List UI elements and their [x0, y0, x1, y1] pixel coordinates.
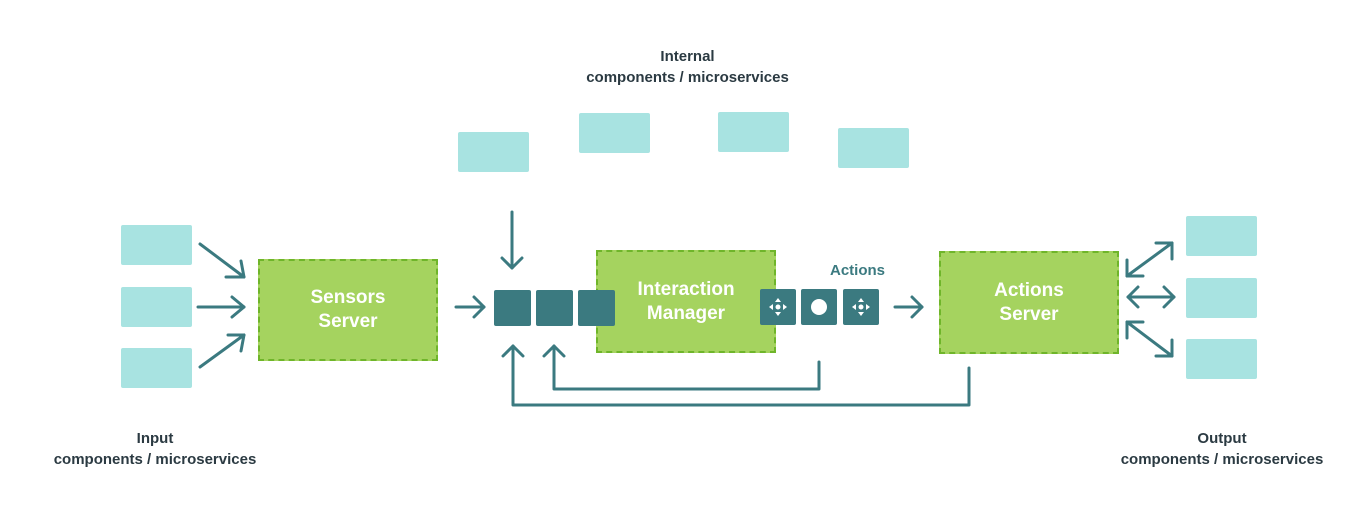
sensors-server-label: Sensors Server [310, 287, 386, 332]
output-arrow-middle [1126, 285, 1176, 309]
internal-component [838, 128, 909, 168]
input-label-line1: Input [136, 430, 174, 447]
internal-label-line2: components / microservices [586, 69, 789, 86]
sensors-server: Sensors Server [258, 259, 438, 361]
output-arrow-bottom [1125, 320, 1174, 358]
action-tile [843, 289, 879, 325]
actions-server-label: Actions Server [994, 279, 1064, 325]
internal-label: Internal components / microservices [540, 46, 835, 88]
interaction-manager-label: Interaction Manager [637, 278, 735, 324]
output-component [1186, 216, 1257, 256]
output-arrow-top [1125, 241, 1174, 278]
feedback-outer-arrow [501, 344, 971, 407]
actions-server: Actions Server [939, 251, 1119, 354]
action-tile [760, 289, 796, 325]
queue-tile [578, 290, 615, 326]
input-component [121, 225, 192, 265]
input-arrow-middle [196, 295, 246, 319]
input-component [121, 348, 192, 388]
move-icon [852, 298, 870, 316]
actions-to-server-arrow [893, 295, 924, 319]
input-arrow-bottom [198, 333, 246, 369]
internal-down-arrow [500, 210, 524, 270]
output-label: Output components / microservices [1076, 428, 1368, 470]
output-label-line1: Output [1197, 430, 1247, 447]
queue-tile [494, 290, 531, 326]
output-component [1186, 278, 1257, 318]
move-icon [769, 298, 787, 316]
feedback-inner-arrow [542, 344, 821, 391]
actions-label: Actions [830, 262, 886, 279]
input-arrow-top [198, 242, 246, 279]
internal-component [458, 132, 529, 172]
interaction-manager: Interaction Manager [596, 250, 776, 353]
sensors-to-queue-arrow [454, 295, 486, 319]
input-component [121, 287, 192, 327]
internal-component [718, 112, 789, 152]
input-label-line2: components / microservices [53, 451, 257, 468]
output-label-line2: components / microservices [1120, 451, 1324, 468]
input-label: Input components / microservices [10, 428, 300, 470]
internal-label-line1: Internal [660, 48, 715, 65]
internal-component [579, 113, 650, 153]
output-component [1186, 339, 1257, 379]
action-tile [801, 289, 837, 325]
circle-icon [811, 299, 827, 315]
queue-tile [536, 290, 573, 326]
